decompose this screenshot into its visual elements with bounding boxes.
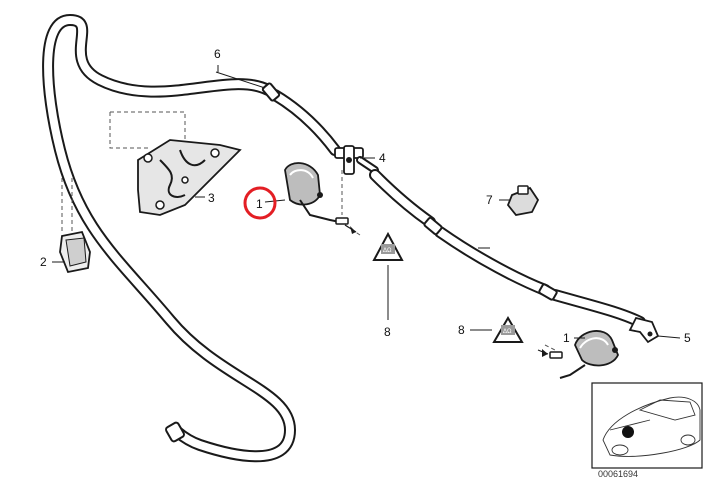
hose-6-upper	[269, 89, 341, 156]
small-part-7	[506, 185, 540, 216]
highlighted-callout-1: 1	[243, 186, 277, 220]
callout-8-right: 8	[384, 325, 391, 339]
clip-part-2	[59, 230, 91, 274]
callout-4: 4	[379, 151, 386, 165]
callout-6: 6	[214, 47, 221, 61]
arrow-main	[344, 224, 357, 234]
locator-dot	[622, 426, 634, 438]
reference-code: 00061694	[598, 469, 638, 479]
warning-triangle-lower: ΔΩ	[492, 316, 524, 343]
locator-inset: 00061694	[591, 382, 703, 479]
bracket-part-3	[137, 139, 242, 216]
hose-6-right	[369, 169, 646, 328]
hose-end-cap	[165, 421, 185, 443]
tee-connector-part-4	[334, 145, 364, 175]
hose-right-rings	[423, 216, 558, 301]
callout-1-second: 1	[563, 331, 570, 345]
warning-triangle-upper: ΔΩ	[372, 231, 404, 261]
callout-2: 2	[40, 255, 47, 269]
hose-6-long	[42, 13, 297, 463]
callout-5: 5	[684, 331, 691, 345]
callout-8-bottom: 8	[458, 323, 465, 337]
washer-nozzle-part-1-second	[549, 330, 619, 379]
hose-connector-ring	[261, 82, 281, 102]
dashed-reference-lines	[61, 111, 556, 351]
callout-7: 7	[486, 193, 493, 207]
callout-3: 3	[208, 191, 215, 205]
svg-text:ΔΩ: ΔΩ	[503, 329, 512, 335]
callout-1-main: 1	[256, 197, 263, 211]
car-outline	[602, 396, 701, 457]
highlight-circle	[243, 186, 277, 220]
svg-text:ΔΩ: ΔΩ	[383, 248, 392, 254]
arrow-second	[537, 349, 549, 357]
elbow-connector-part-5	[628, 316, 660, 344]
tube-short	[356, 156, 379, 174]
callout-leader-lines	[52, 65, 681, 339]
washer-nozzle-part-1-main	[284, 162, 349, 225]
